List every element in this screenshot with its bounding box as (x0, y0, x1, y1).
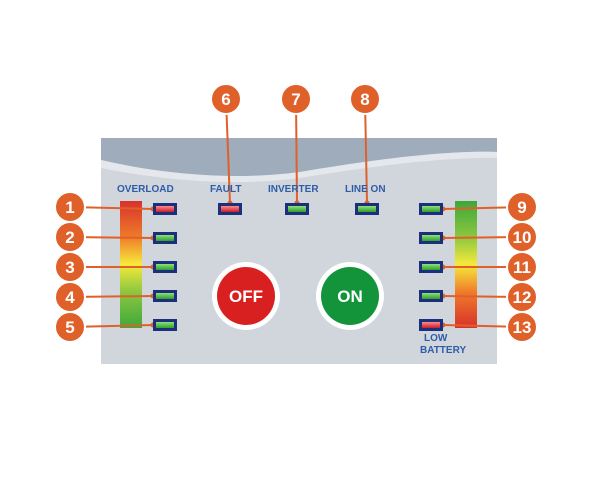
callout-marker-12: 12 (506, 281, 538, 313)
low-battery-label-line1: LOW (424, 333, 448, 344)
battery-gradient-bar (455, 201, 477, 328)
overload-led-5 (153, 319, 177, 331)
low-battery-label-line2: BATTERY (420, 345, 467, 356)
on-button-label: ON (337, 287, 363, 306)
callout-marker-8: 8 (349, 83, 381, 115)
callout-marker-10: 10 (506, 221, 538, 253)
overload-led-2 (153, 232, 177, 244)
overload-gradient-bar (120, 201, 142, 328)
callout-marker-9: 9 (506, 191, 538, 223)
inverter-label: INVERTER (268, 184, 319, 195)
callout-marker-6: 6 (210, 83, 242, 115)
callout-number-12: 12 (513, 288, 532, 307)
off-button[interactable]: OFF (212, 262, 280, 330)
callout-number-3: 3 (65, 258, 74, 277)
callout-number-6: 6 (221, 90, 230, 109)
overload-led-4 (153, 290, 177, 302)
line-on-label: LINE ON (345, 184, 386, 195)
callout-number-10: 10 (513, 228, 532, 247)
callout-number-5: 5 (65, 318, 74, 337)
callout-number-2: 2 (65, 228, 74, 247)
line-on-led (355, 203, 379, 215)
callout-marker-5: 5 (54, 311, 86, 343)
callout-number-8: 8 (360, 90, 369, 109)
callout-number-11: 11 (513, 258, 531, 277)
overload-label: OVERLOAD (117, 184, 174, 195)
callout-marker-1: 1 (54, 191, 86, 223)
callout-number-9: 9 (517, 198, 526, 217)
callout-line-8 (364, 98, 368, 204)
callout-line-6 (225, 98, 231, 204)
callout-marker-4: 4 (54, 281, 86, 313)
overload-led-3 (153, 261, 177, 273)
panel-wave (101, 138, 497, 176)
panel-wave-light (101, 151, 497, 183)
low-battery-led (419, 319, 443, 331)
overload-led-1 (153, 203, 177, 215)
callout-number-1: 1 (65, 198, 74, 217)
battery-led-1 (419, 203, 443, 215)
battery-led-2 (419, 232, 443, 244)
callout-number-4: 4 (65, 288, 75, 307)
callout-marker-7: 7 (280, 83, 312, 115)
off-button-label: OFF (229, 287, 263, 306)
callout-marker-13: 13 (506, 311, 538, 343)
callout-marker-3: 3 (54, 251, 86, 283)
callout-number-7: 7 (291, 90, 300, 109)
callout-marker-11: 11 (506, 251, 538, 283)
fault-label: FAULT (210, 184, 242, 195)
fault-led (218, 203, 242, 215)
callout-marker-2: 2 (54, 221, 86, 253)
callout-line-7 (295, 98, 298, 204)
on-button[interactable]: ON (316, 262, 384, 330)
inverter-led (285, 203, 309, 215)
battery-led-3 (419, 261, 443, 273)
battery-led-4 (419, 290, 443, 302)
callout-number-13: 13 (513, 318, 532, 337)
